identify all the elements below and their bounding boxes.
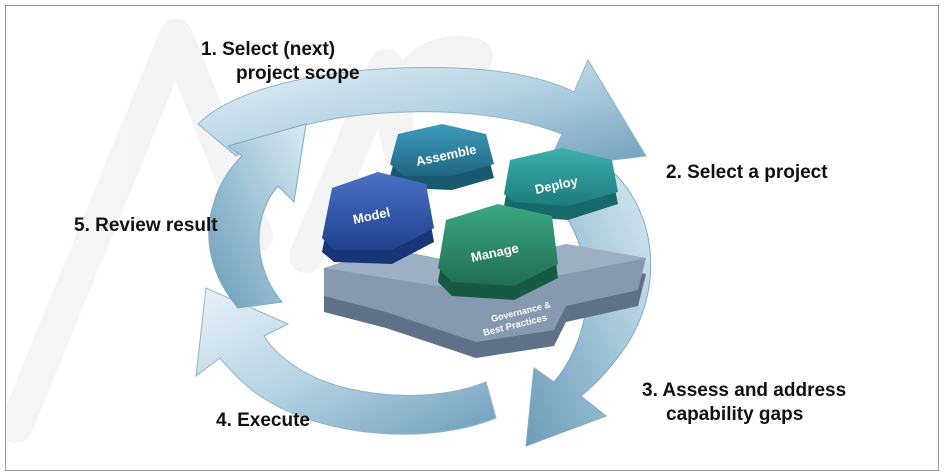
arrow-bottom [195,287,497,435]
step-3-line2: capability gaps [666,404,804,425]
step-1-label: 1. Select (next) project scope [201,38,360,86]
step-2-label: 2. Select a project [666,162,828,183]
lifecycle-diagram: Governance & Best Practices Assemble Dep… [6,19,652,447]
arrow-left [208,123,307,309]
diagram-frame: Governance & Best Practices Assemble Dep… [5,5,939,471]
step-1-line2: project scope [236,63,360,84]
step-3-label: 3. Assess and address capability gaps [642,379,846,427]
step-3-line1: 3. Assess and address [642,380,847,401]
arrow-top [197,58,647,169]
hex-deploy: Deploy [504,148,618,220]
hex-model: Model [322,172,434,264]
hex-manage: Manage [438,204,558,300]
step-5-label: 5. Review result [74,215,218,236]
step-4-label: 4. Execute [216,410,310,431]
step-1-line1: 1. Select (next) [201,39,336,60]
hex-assemble: Assemble [390,124,494,190]
